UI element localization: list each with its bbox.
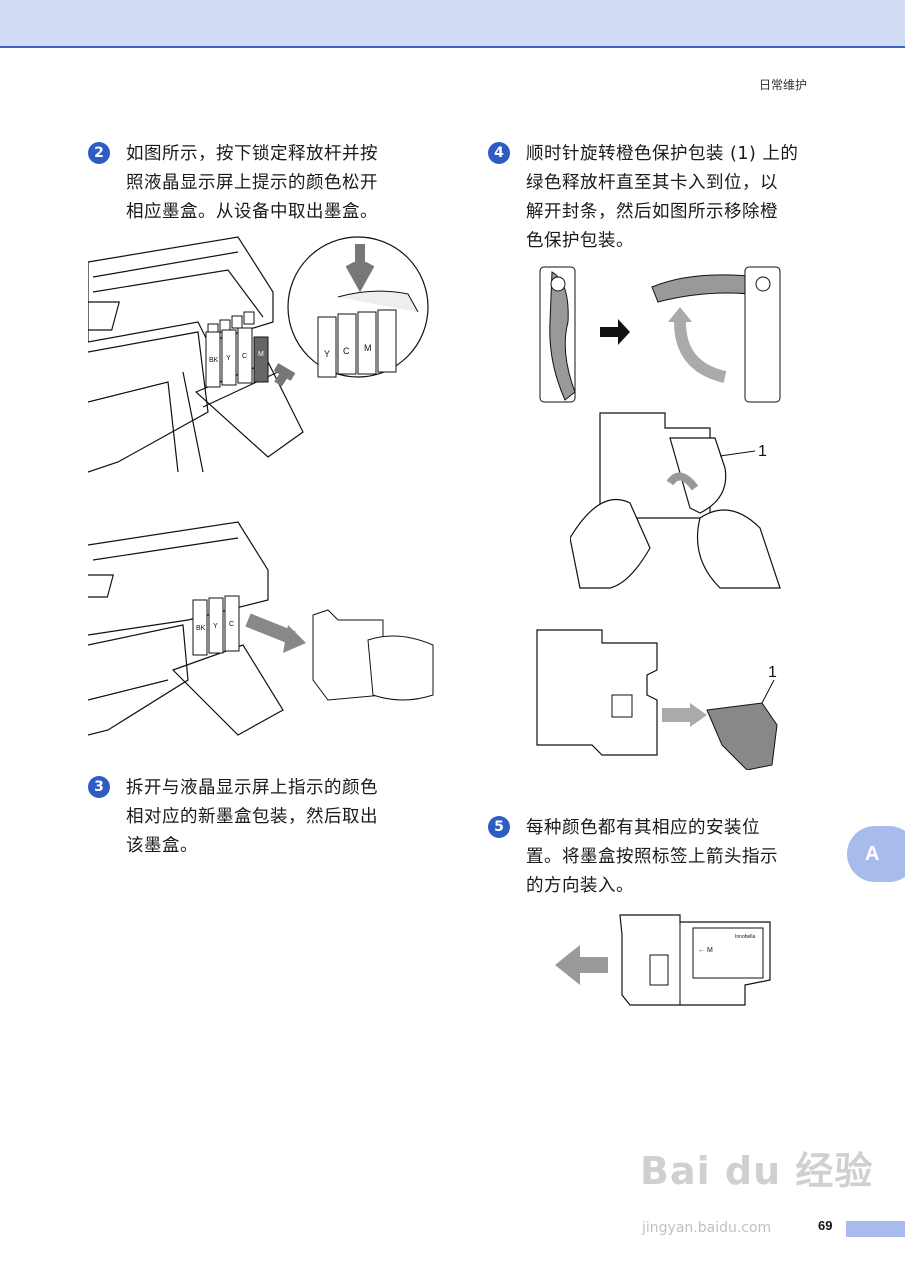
watermark-url: jingyan.baidu.com [642, 1220, 772, 1236]
step-line: 解开封条，然后如图所示移除橙 [526, 202, 778, 222]
step-text: 顺时针旋转橙色保护包装 (1) 上的 绿色释放杆直至其卡入到位，以 解开封条，然… [526, 140, 798, 256]
step-number: 5 [488, 816, 510, 838]
step-line: 相应墨盒。从设备中取出墨盒。 [126, 202, 378, 222]
step-line: 每种颜色都有其相应的安装位 [526, 818, 760, 838]
callout-label: 1 [768, 664, 777, 681]
step-number: 4 [488, 142, 510, 164]
step-text: 如图所示，按下锁定释放杆并按 照液晶显示屏上提示的颜色松开 相应墨盒。从设备中取… [126, 140, 378, 227]
step-line: 拆开与液晶显示屏上指示的颜色 [126, 778, 378, 798]
step-line: 照液晶显示屏上提示的颜色松开 [126, 173, 378, 193]
zoom-label: M [364, 343, 372, 353]
step-5: 5 每种颜色都有其相应的安装位 置。将墨盒按照标签上箭头指示 的方向装入。 [488, 814, 848, 904]
step-line: 绿色释放杆直至其卡入到位，以 [526, 173, 778, 193]
press-arrow [345, 244, 375, 293]
step-line: 的方向装入。 [526, 876, 634, 896]
install-direction-illustration: ← M Innobella [555, 914, 771, 1006]
step-number: 3 [88, 776, 110, 798]
step-2: 2 如图所示，按下锁定释放杆并按 照液晶显示屏上提示的颜色松开 相应墨盒。从设备… [88, 140, 448, 230]
cartridge-label: BK [196, 625, 206, 632]
cartridge-label: Y [213, 623, 218, 630]
insert-arrow [555, 945, 608, 985]
section-title: 日常维护 [758, 78, 807, 92]
rotate-lever-illustration [539, 266, 781, 403]
watermark-logo: Bai du 经验 [640, 1149, 874, 1193]
zoom-label: C [343, 346, 350, 356]
step-text: 每种颜色都有其相应的安装位 置。将墨盒按照标签上箭头指示 的方向装入。 [526, 814, 778, 901]
step-number: 2 [88, 142, 110, 164]
callout-label: 1 [758, 443, 767, 460]
printer-release-illustration: BK Y C M Y C M [88, 236, 429, 473]
step-line: 色保护包装。 [526, 231, 634, 251]
step-line: 顺时针旋转橙色保护包装 (1) 上的 [526, 144, 799, 164]
page-number: 69 [818, 1218, 833, 1233]
step-line: 相对应的新墨盒包装，然后取出 [126, 807, 378, 827]
cartridge-cover-removed-illustration: 1 [536, 629, 778, 770]
label-brand: Innobella [735, 934, 756, 940]
cartridge-label: BK [209, 357, 219, 364]
step-line: 该墨盒。 [126, 836, 198, 856]
step-line: 如图所示，按下锁定释放杆并按 [126, 144, 378, 164]
printer-remove-illustration: BK Y C [88, 521, 434, 736]
label-text: ← M [698, 947, 713, 954]
cartridge-label: C [229, 621, 234, 628]
pull-arrow [273, 363, 296, 387]
step-3: 3 拆开与液晶显示屏上指示的颜色 相对应的新墨盒包装，然后取出 该墨盒。 [88, 774, 448, 864]
step-4: 4 顺时针旋转橙色保护包装 (1) 上的 绿色释放杆直至其卡入到位，以 解开封条… [488, 140, 848, 260]
cartridge-label: M [258, 351, 264, 358]
remove-cover-hands-illustration: 1 [570, 412, 781, 589]
step-line: 置。将墨盒按照标签上箭头指示 [526, 847, 778, 867]
footer-band [846, 1221, 905, 1237]
header-band [0, 0, 905, 48]
zoom-label: Y [324, 349, 330, 359]
cartridge-label: Y [226, 355, 231, 362]
appendix-tab: A [847, 826, 905, 882]
step-text: 拆开与液晶显示屏上指示的颜色 相对应的新墨盒包装，然后取出 该墨盒。 [126, 774, 378, 861]
cartridge-label: C [242, 353, 247, 360]
